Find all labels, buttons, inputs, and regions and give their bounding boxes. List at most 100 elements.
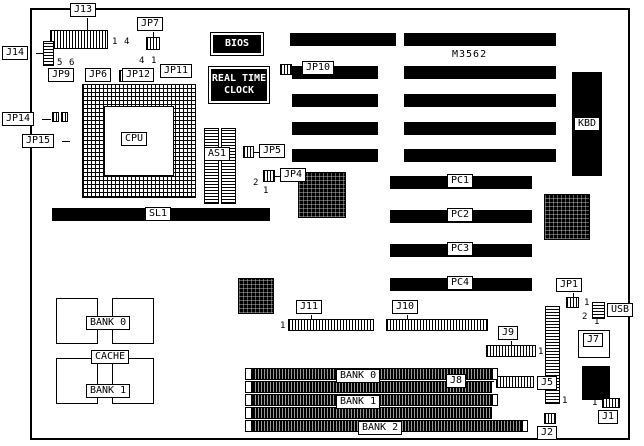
simm-clip (245, 407, 252, 419)
pin-number: 1 (584, 298, 590, 308)
jp9-label: JP9 (48, 68, 75, 82)
pin-number: 2 (582, 312, 588, 322)
j14-connector (43, 41, 54, 66)
j2-header (544, 413, 556, 424)
jp5-label: JP5 (259, 144, 286, 158)
kbd-label: KBD (574, 117, 601, 131)
pin-number: 1 (592, 398, 598, 408)
pin-number: 1 (263, 186, 269, 196)
simm-clip (245, 420, 252, 432)
power-connector (582, 366, 610, 400)
pc1-label: PC1 (447, 174, 474, 188)
j13-label: J13 (70, 3, 97, 17)
leader-line (36, 53, 43, 54)
pin-number: 1 (112, 37, 118, 47)
leader-line (62, 141, 70, 142)
usb-label: USB (607, 303, 634, 317)
jp4-label: JP4 (280, 168, 307, 182)
isa-slot-segment (404, 66, 556, 79)
j5-label: J5 (537, 376, 558, 390)
pin-number: 4 (124, 37, 130, 47)
isa-slot-segment (404, 149, 556, 162)
pc4-label: PC4 (447, 276, 474, 290)
jp14-pins (52, 112, 59, 122)
j11-label: J11 (296, 300, 323, 314)
leader-line (573, 293, 574, 297)
leader-line (153, 32, 154, 37)
simm-clip (492, 368, 498, 380)
chipset-chip (544, 194, 590, 240)
leader-line (254, 152, 259, 153)
isa-slot-segment (290, 33, 396, 46)
j10-label: J10 (392, 300, 419, 314)
rtc-chip: REAL TIME CLOCK (208, 66, 270, 104)
j8-label: J8 (446, 374, 467, 388)
leader-line (87, 18, 88, 30)
regulator-strip (204, 128, 219, 204)
usb-header (592, 302, 605, 319)
pin-number: 1 (151, 56, 157, 66)
j8-header (496, 376, 534, 388)
bios-chip: BIOS (210, 32, 264, 56)
isa-slot-segment (404, 122, 556, 135)
mem-bank2-label: BANK 2 (358, 421, 403, 435)
pc2-label: PC2 (447, 208, 474, 222)
leader-line (275, 176, 280, 177)
pc3-label: PC3 (447, 242, 474, 256)
cache-bank1-label: BANK 1 (86, 384, 131, 398)
pin-number: 2 (253, 178, 259, 188)
simm-clip (522, 420, 528, 432)
j1-header (602, 398, 620, 408)
simm-clip (245, 381, 252, 393)
leader-line (42, 119, 51, 120)
j2-label: J2 (537, 426, 558, 440)
jp12-label: JP12 (122, 68, 155, 82)
jp1-jumper (566, 297, 579, 308)
isa-slot-segment (292, 122, 378, 135)
jp15-pins (61, 112, 68, 122)
isa-slot-segment (404, 33, 556, 46)
jp11-label: JP11 (160, 64, 193, 78)
jp7-label: JP7 (137, 17, 164, 31)
io-chip (238, 278, 274, 314)
as1-label: AS1 (204, 147, 231, 161)
j9-header (486, 345, 536, 357)
sl1-label: SL1 (145, 207, 172, 221)
jp15-label: JP15 (22, 134, 55, 148)
pin-number: 6 (69, 58, 75, 68)
jp6-label: JP6 (85, 68, 112, 82)
leader-line (311, 315, 312, 319)
cache-label: CACHE (91, 350, 130, 364)
isa-slot-segment (292, 94, 378, 107)
simm-clip (245, 394, 252, 406)
j10-header (386, 319, 488, 331)
regulator-strip (221, 128, 236, 204)
pin-number: 4 (139, 56, 145, 66)
j9-label: J9 (498, 326, 519, 340)
model-number: M3562 (452, 49, 488, 60)
mem-bank0-label: BANK 0 (336, 369, 381, 383)
pin-number: 1 (594, 317, 600, 327)
controller-chip (298, 172, 346, 218)
isa-slot-segment (292, 149, 378, 162)
cache-bank0-label: BANK 0 (86, 316, 131, 330)
jp10-jumper (280, 64, 292, 75)
jp7-jumper (146, 37, 160, 50)
leader-line (511, 341, 512, 345)
j14-label: J14 (2, 46, 29, 60)
j7-label: J7 (583, 333, 604, 347)
pin-number: 5 (57, 58, 63, 68)
jp4-jumper (263, 170, 275, 182)
jp1-label: JP1 (556, 278, 583, 292)
isa-slot-segment (404, 94, 556, 107)
jp10-label: JP10 (302, 61, 335, 75)
rtc-label-line1: REAL TIME (211, 73, 267, 84)
simm-clip (245, 368, 252, 380)
pin-number: 1 (280, 321, 286, 331)
cpu-label: CPU (121, 132, 148, 146)
cpu-socket (82, 84, 196, 198)
j1-label: J1 (598, 410, 619, 424)
jp5-jumper (243, 146, 254, 158)
simm-clip (492, 394, 498, 406)
